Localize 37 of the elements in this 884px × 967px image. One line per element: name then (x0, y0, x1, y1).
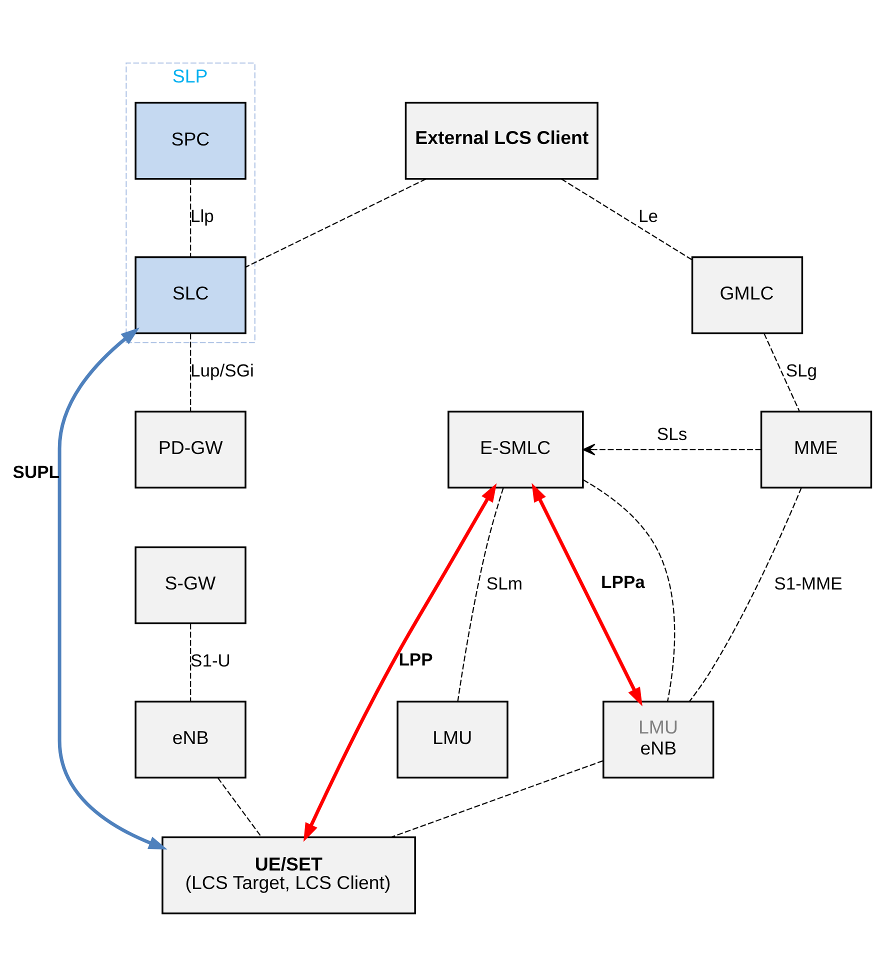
arrow (532, 483, 642, 706)
edge-label: S1-U (190, 650, 230, 671)
connector (561, 178, 693, 260)
edge-label: S1-MME (774, 573, 842, 594)
edge-label: LPP (398, 649, 433, 670)
arrow (303, 483, 497, 842)
edge-label: SLg (786, 360, 818, 380)
edge-label: SLm (486, 573, 523, 594)
connector (457, 488, 504, 702)
connector (190, 179, 192, 257)
edge-label: Llp (190, 206, 214, 226)
edge-label: LPPa (601, 572, 645, 592)
node-box: PD-GW (134, 410, 246, 488)
node-box: eNB (134, 700, 246, 779)
edge-label: Lup/SGi (190, 360, 254, 380)
node-box: LMU eNB (602, 700, 714, 779)
edge-label: Le (638, 206, 658, 226)
node-box: SLC (134, 256, 246, 334)
node-box: E-SMLC (448, 410, 584, 488)
node-box: UE/SET (LCS Target, LCS Client) (162, 836, 416, 914)
connector (217, 778, 262, 838)
connector (245, 178, 426, 268)
arrow (58, 328, 168, 850)
connector (390, 760, 604, 838)
connector (190, 334, 192, 412)
connector (689, 487, 802, 702)
connector (190, 624, 192, 702)
arrow (582, 444, 762, 456)
edge-label: SLs (656, 424, 688, 444)
node-box: MME (760, 410, 872, 488)
node-box: External LCS Client (404, 102, 598, 180)
connector (764, 333, 800, 412)
node-box: GMLC (691, 256, 804, 334)
node-box: S-GW (134, 546, 246, 624)
connector (582, 479, 676, 702)
node-box: LMU (396, 700, 508, 779)
node-box: SPC (134, 102, 246, 180)
